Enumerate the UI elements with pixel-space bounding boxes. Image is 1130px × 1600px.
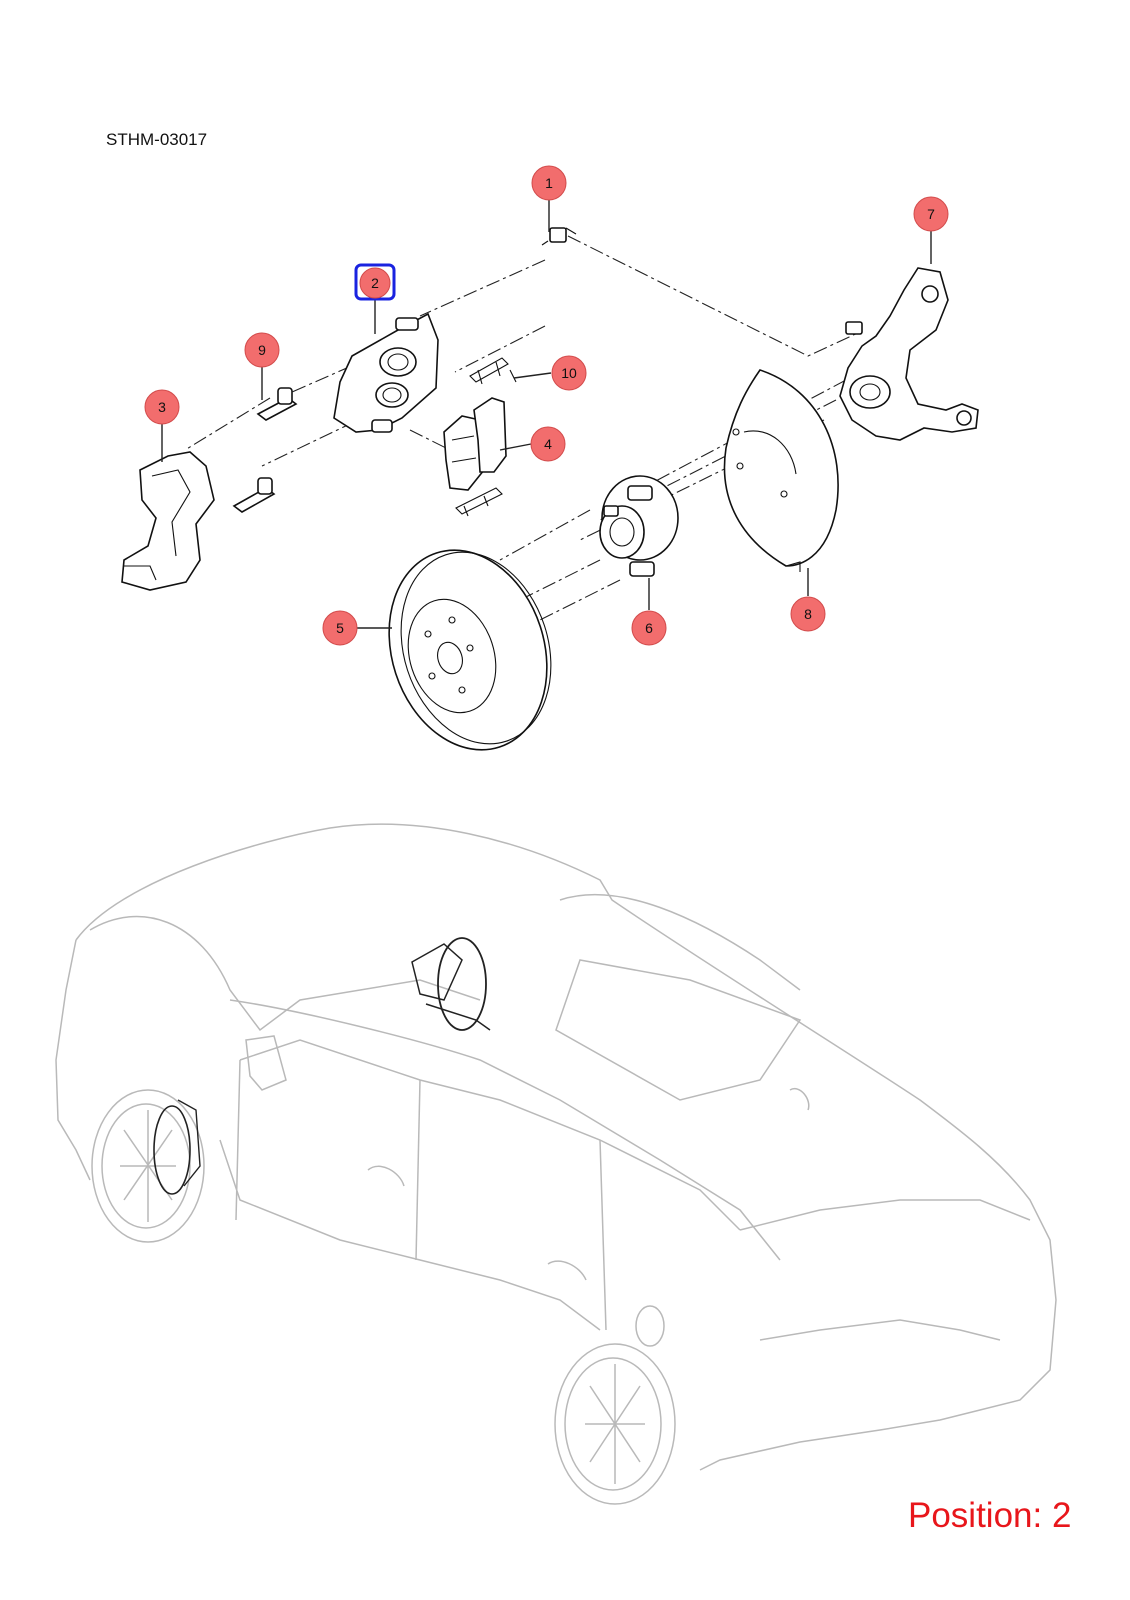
callout-4: 4 — [530, 426, 566, 462]
callout-label-6: 6 — [645, 620, 653, 636]
position-label: Position: 2 — [908, 1496, 1072, 1535]
callout-label-10: 10 — [561, 365, 577, 381]
callout-5: 5 — [322, 610, 358, 646]
callout-label-7: 7 — [927, 206, 935, 222]
callout-2-highlighted: 2 — [354, 263, 396, 301]
diagram-code: STHM-03017 — [106, 130, 208, 149]
hub-bearing-part-6 — [599, 475, 679, 577]
brake-disc-part-5 — [388, 549, 552, 751]
callout-label-8: 8 — [804, 606, 812, 622]
guide-pin-part-9 — [232, 387, 298, 513]
caliper-part-2 — [333, 312, 439, 433]
caliper-bracket-part-3 — [121, 451, 215, 591]
vehicle-locator-outline — [55, 823, 1057, 1505]
callout-9: 9 — [244, 332, 280, 368]
steering-knuckle-part-7 — [839, 267, 979, 441]
pad-clips-part-10 — [455, 357, 517, 517]
callout-8: 8 — [790, 596, 826, 632]
bolt-part-1 — [541, 227, 577, 246]
dust-shield-part-8 — [723, 369, 839, 572]
callout-3: 3 — [144, 389, 180, 425]
callout-7: 7 — [913, 196, 949, 232]
callout-label-9: 9 — [258, 342, 266, 358]
callout-label-3: 3 — [158, 399, 166, 415]
callout-label-1: 1 — [545, 175, 553, 191]
callout-label-4: 4 — [544, 436, 552, 452]
callout-6: 6 — [631, 610, 667, 646]
brake-location-front-lower — [153, 1099, 201, 1195]
leader-lines — [161, 200, 932, 629]
callout-label-5: 5 — [336, 620, 344, 636]
callout-1: 1 — [531, 165, 567, 201]
brake-pads-part-4 — [443, 397, 507, 491]
callout-label-2: 2 — [371, 275, 379, 291]
callout-10: 10 — [551, 355, 587, 391]
brake-location-front-upper — [411, 937, 491, 1031]
